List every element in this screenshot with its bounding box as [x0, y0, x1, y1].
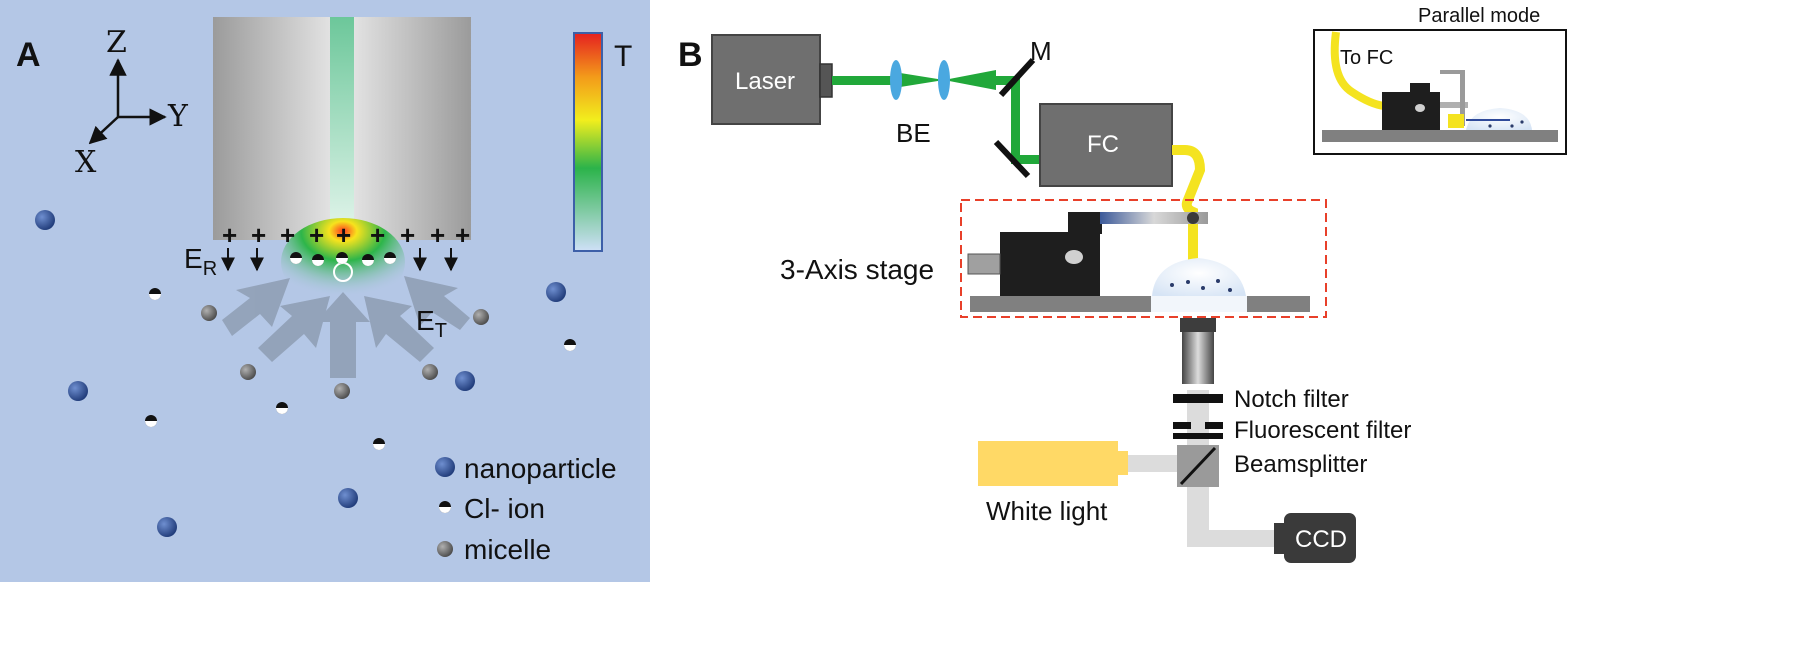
- surface-charge: +: [336, 220, 351, 250]
- et-sub: T: [435, 320, 447, 342]
- nanoparticle: [546, 282, 566, 302]
- thermophoretic-arrows: [222, 276, 470, 378]
- cl-ion: [312, 254, 324, 266]
- fc-box: [1039, 103, 1173, 187]
- micelle: [240, 364, 256, 380]
- inset-fiber: [1330, 31, 1385, 110]
- cl-ion: [362, 254, 374, 266]
- surface-charge: +: [309, 220, 324, 250]
- white-light-label: White light: [986, 496, 1108, 526]
- colorbar-label: T: [614, 40, 632, 73]
- et-main: E: [416, 305, 435, 336]
- legend-nanoparticle-label: nanoparticle: [464, 453, 617, 484]
- optical-fiber: [1172, 145, 1206, 262]
- surface-charge: +: [251, 220, 266, 250]
- micelles: [201, 305, 489, 399]
- fluorescent-filter-right: [1205, 422, 1223, 429]
- legend-cl-ion-symbol: [439, 501, 451, 513]
- micelle: [201, 305, 217, 321]
- fluorescent-filter-label: Fluorescent filter: [1234, 417, 1411, 444]
- nanoparticle: [338, 488, 358, 508]
- three-axis-stage: [967, 212, 1310, 312]
- surface-charge: +: [370, 220, 385, 250]
- stage-outline: [960, 199, 1327, 318]
- nanoparticles: [35, 210, 566, 537]
- coordinate-axes: Z Y X: [75, 25, 189, 180]
- ccd-camera: [1284, 513, 1356, 563]
- surface-charge: +: [455, 220, 470, 250]
- white-light-nozzle: [1118, 451, 1128, 475]
- stage-label: 3-Axis stage: [780, 254, 934, 285]
- axis-x-label: X: [75, 145, 97, 180]
- nanoparticle: [68, 381, 88, 401]
- panel-a: A Z Y X + + + + + + + + +: [0, 0, 650, 582]
- legend-micelle-label: micelle: [464, 534, 551, 565]
- notch-filter-label: Notch filter: [1234, 386, 1349, 413]
- fluorescent-filter-left: [1173, 422, 1191, 429]
- white-light-source: [978, 441, 1118, 486]
- cl-ions: [145, 288, 576, 450]
- fluorescent-filter-lower: [1173, 433, 1223, 439]
- cl-ion: [384, 252, 396, 264]
- et-label: ET: [416, 305, 447, 342]
- lens-1: [890, 60, 902, 100]
- cl-ion: [276, 402, 288, 414]
- mirror-1: [998, 57, 1036, 98]
- temperature-colorbar: [573, 32, 603, 252]
- nanoparticle: [157, 517, 177, 537]
- er-sub: R: [203, 258, 217, 280]
- nanoparticle: [455, 371, 475, 391]
- mirror-label: M: [1030, 36, 1052, 66]
- surface-ions: [290, 252, 396, 266]
- laser-beam: [832, 70, 1043, 164]
- axis-y-label: Y: [167, 99, 189, 134]
- surface-charge: +: [430, 220, 445, 250]
- legend: nanoparticle Cl- ion micelle: [435, 453, 617, 565]
- micelle: [473, 309, 489, 325]
- micelle: [422, 364, 438, 380]
- surface-charge: +: [400, 220, 415, 250]
- cl-ion: [149, 288, 161, 300]
- cl-ion: [145, 415, 157, 427]
- notch-filter: [1173, 394, 1223, 403]
- cl-ion: [564, 339, 576, 351]
- legend-micelle-symbol: [437, 541, 453, 557]
- beamsplitter-diagonal: [1179, 446, 1217, 486]
- er-main: E: [184, 243, 203, 274]
- micelle: [334, 383, 350, 399]
- cl-ion: [373, 438, 385, 450]
- surface-charges: + + + + + + + + +: [222, 220, 470, 250]
- laser-aperture: [819, 63, 833, 98]
- fc-label: FC: [1087, 131, 1119, 158]
- er-label: ER: [184, 243, 217, 280]
- cl-ion: [336, 252, 348, 264]
- panel-b: B Laser BE M FC 3-Axis stage: [678, 5, 1567, 563]
- panel-b-letter: B: [678, 36, 703, 74]
- nanoparticle: [35, 210, 55, 230]
- parallel-mode-title: Parallel mode: [1418, 5, 1540, 27]
- surface-charge: +: [222, 220, 237, 250]
- ccd-coupler: [1274, 523, 1284, 554]
- beamsplitter-label: Beamsplitter: [1234, 451, 1367, 478]
- to-fc-label: To FC: [1340, 47, 1393, 69]
- be-label: BE: [896, 118, 931, 148]
- mirror-2: [993, 139, 1031, 179]
- axis-z-label: Z: [106, 25, 127, 60]
- lens-2: [938, 60, 950, 100]
- panel-a-letter: A: [16, 36, 41, 74]
- field-arrows-er: [221, 248, 458, 272]
- legend-cl-ion-label: Cl- ion: [464, 493, 545, 524]
- parallel-mode-inset: Parallel mode To FC: [1313, 5, 1567, 155]
- legend-nanoparticle-symbol: [435, 457, 455, 477]
- ccd-label: CCD: [1295, 526, 1347, 553]
- laser-label: Laser: [735, 68, 795, 95]
- surface-charge: +: [280, 220, 295, 250]
- fiber-core: [330, 17, 354, 240]
- cl-ion: [290, 252, 302, 264]
- objective-lens: [1180, 318, 1216, 384]
